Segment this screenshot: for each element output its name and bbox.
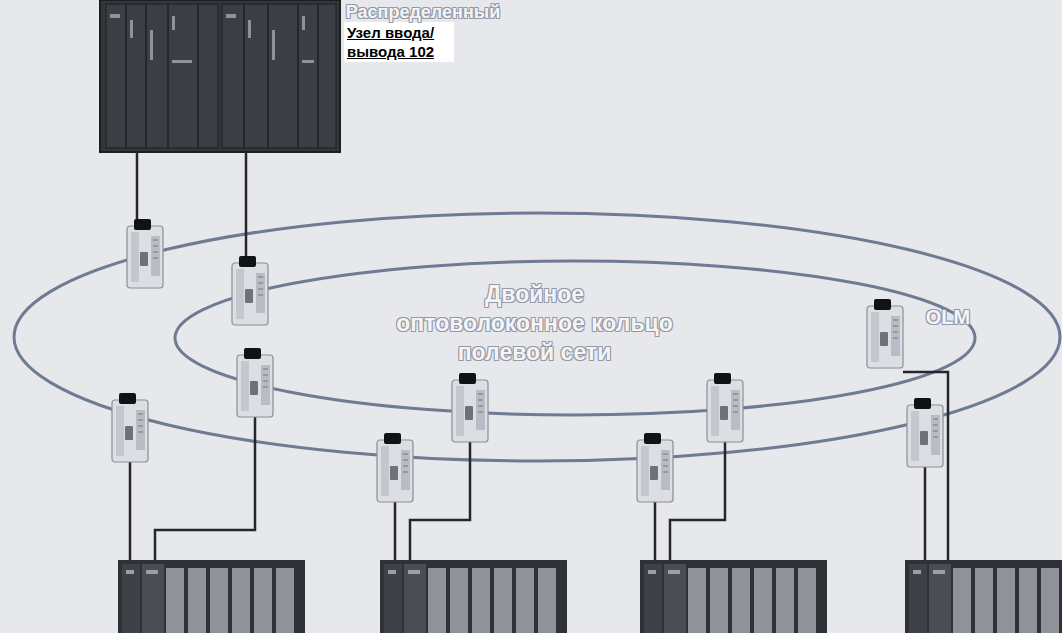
- faded-caption: Распределенный: [338, 1, 508, 24]
- io-racks: [118, 560, 1062, 633]
- module-caption: OLM: [918, 305, 978, 330]
- node-title: Узел ввода/ вывода 102: [344, 22, 454, 62]
- controller-node: Узел ввода/ вывода 102: [100, 0, 340, 152]
- olm-modules: [112, 219, 943, 502]
- inner-ring: [175, 261, 975, 415]
- ring-caption: Двойное оптоволоконное кольцо полевой се…: [392, 280, 677, 367]
- controller-rack: [100, 0, 340, 152]
- copper-wires: [130, 152, 948, 560]
- outer-ring: [14, 213, 1060, 461]
